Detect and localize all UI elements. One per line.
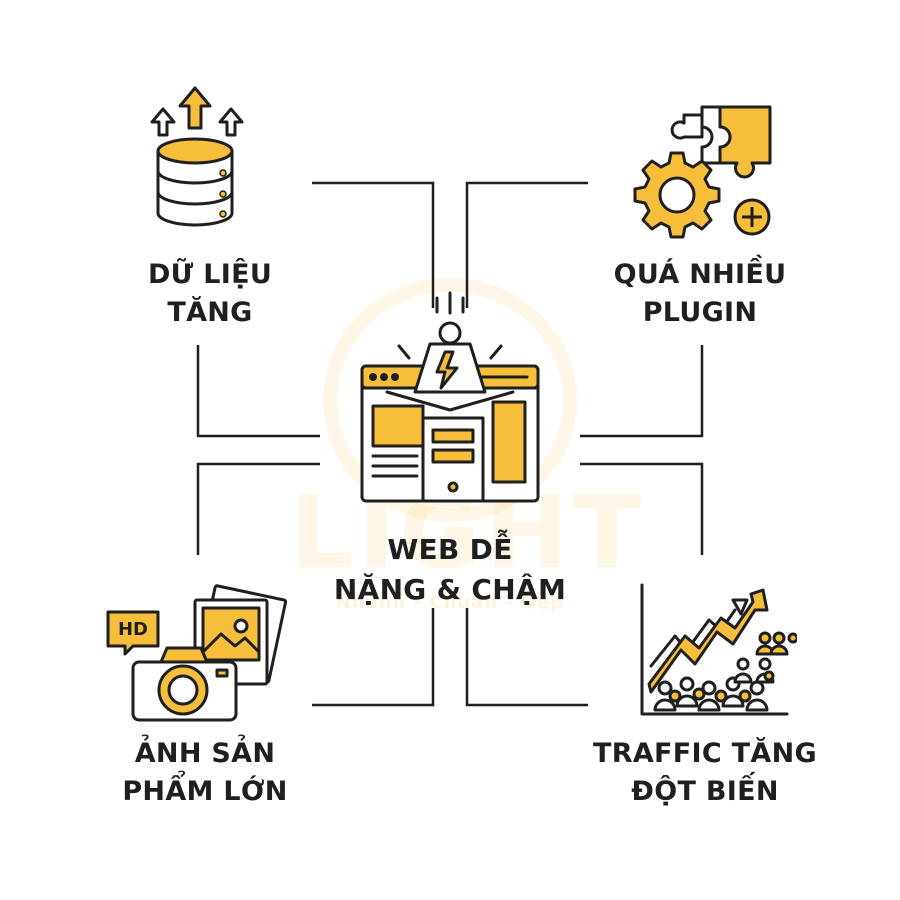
- label-web-nang-cham: WEB DỄ NẶNG & CHẬM: [300, 530, 600, 610]
- label-anh-san-pham-lon: ẢNH SẢN PHẨM LỚN: [85, 735, 325, 811]
- label-du-lieu-tang: DỮ LIỆU TĂNG: [110, 256, 310, 332]
- label-line: NẶNG & CHẬM: [333, 573, 567, 606]
- label-line: TRAFFIC TĂNG: [593, 738, 817, 769]
- label-line: ĐỘT BIẾN: [631, 776, 779, 807]
- label-line: ẢNH SẢN: [134, 738, 276, 769]
- label-line: QUÁ NHIỀU: [613, 259, 787, 290]
- puzzle-gear-plus-icon: [633, 105, 772, 239]
- svg-text:HD: HD: [118, 619, 148, 640]
- label-line: PHẨM LỚN: [122, 776, 288, 807]
- label-line: TĂNG: [167, 297, 253, 328]
- website-lamp-icon: [360, 291, 540, 503]
- database-arrows-icon: [150, 86, 244, 227]
- traffic-growth-chart-icon: [640, 583, 797, 716]
- label-line: DỮ LIỆU: [147, 259, 273, 290]
- watermark-tagline: Nhanh - Chuẩn - Đẹp: [335, 592, 565, 613]
- label-traffic-tang-dot-bien: TRAFFIC TĂNG ĐỘT BIẾN: [565, 735, 845, 811]
- label-qua-nhieu-plugin: QUÁ NHIỀU PLUGIN: [580, 256, 820, 332]
- label-line: WEB DỄ: [387, 533, 513, 566]
- camera-hd-photos-icon: HD: [106, 584, 288, 722]
- label-line: PLUGIN: [642, 297, 758, 328]
